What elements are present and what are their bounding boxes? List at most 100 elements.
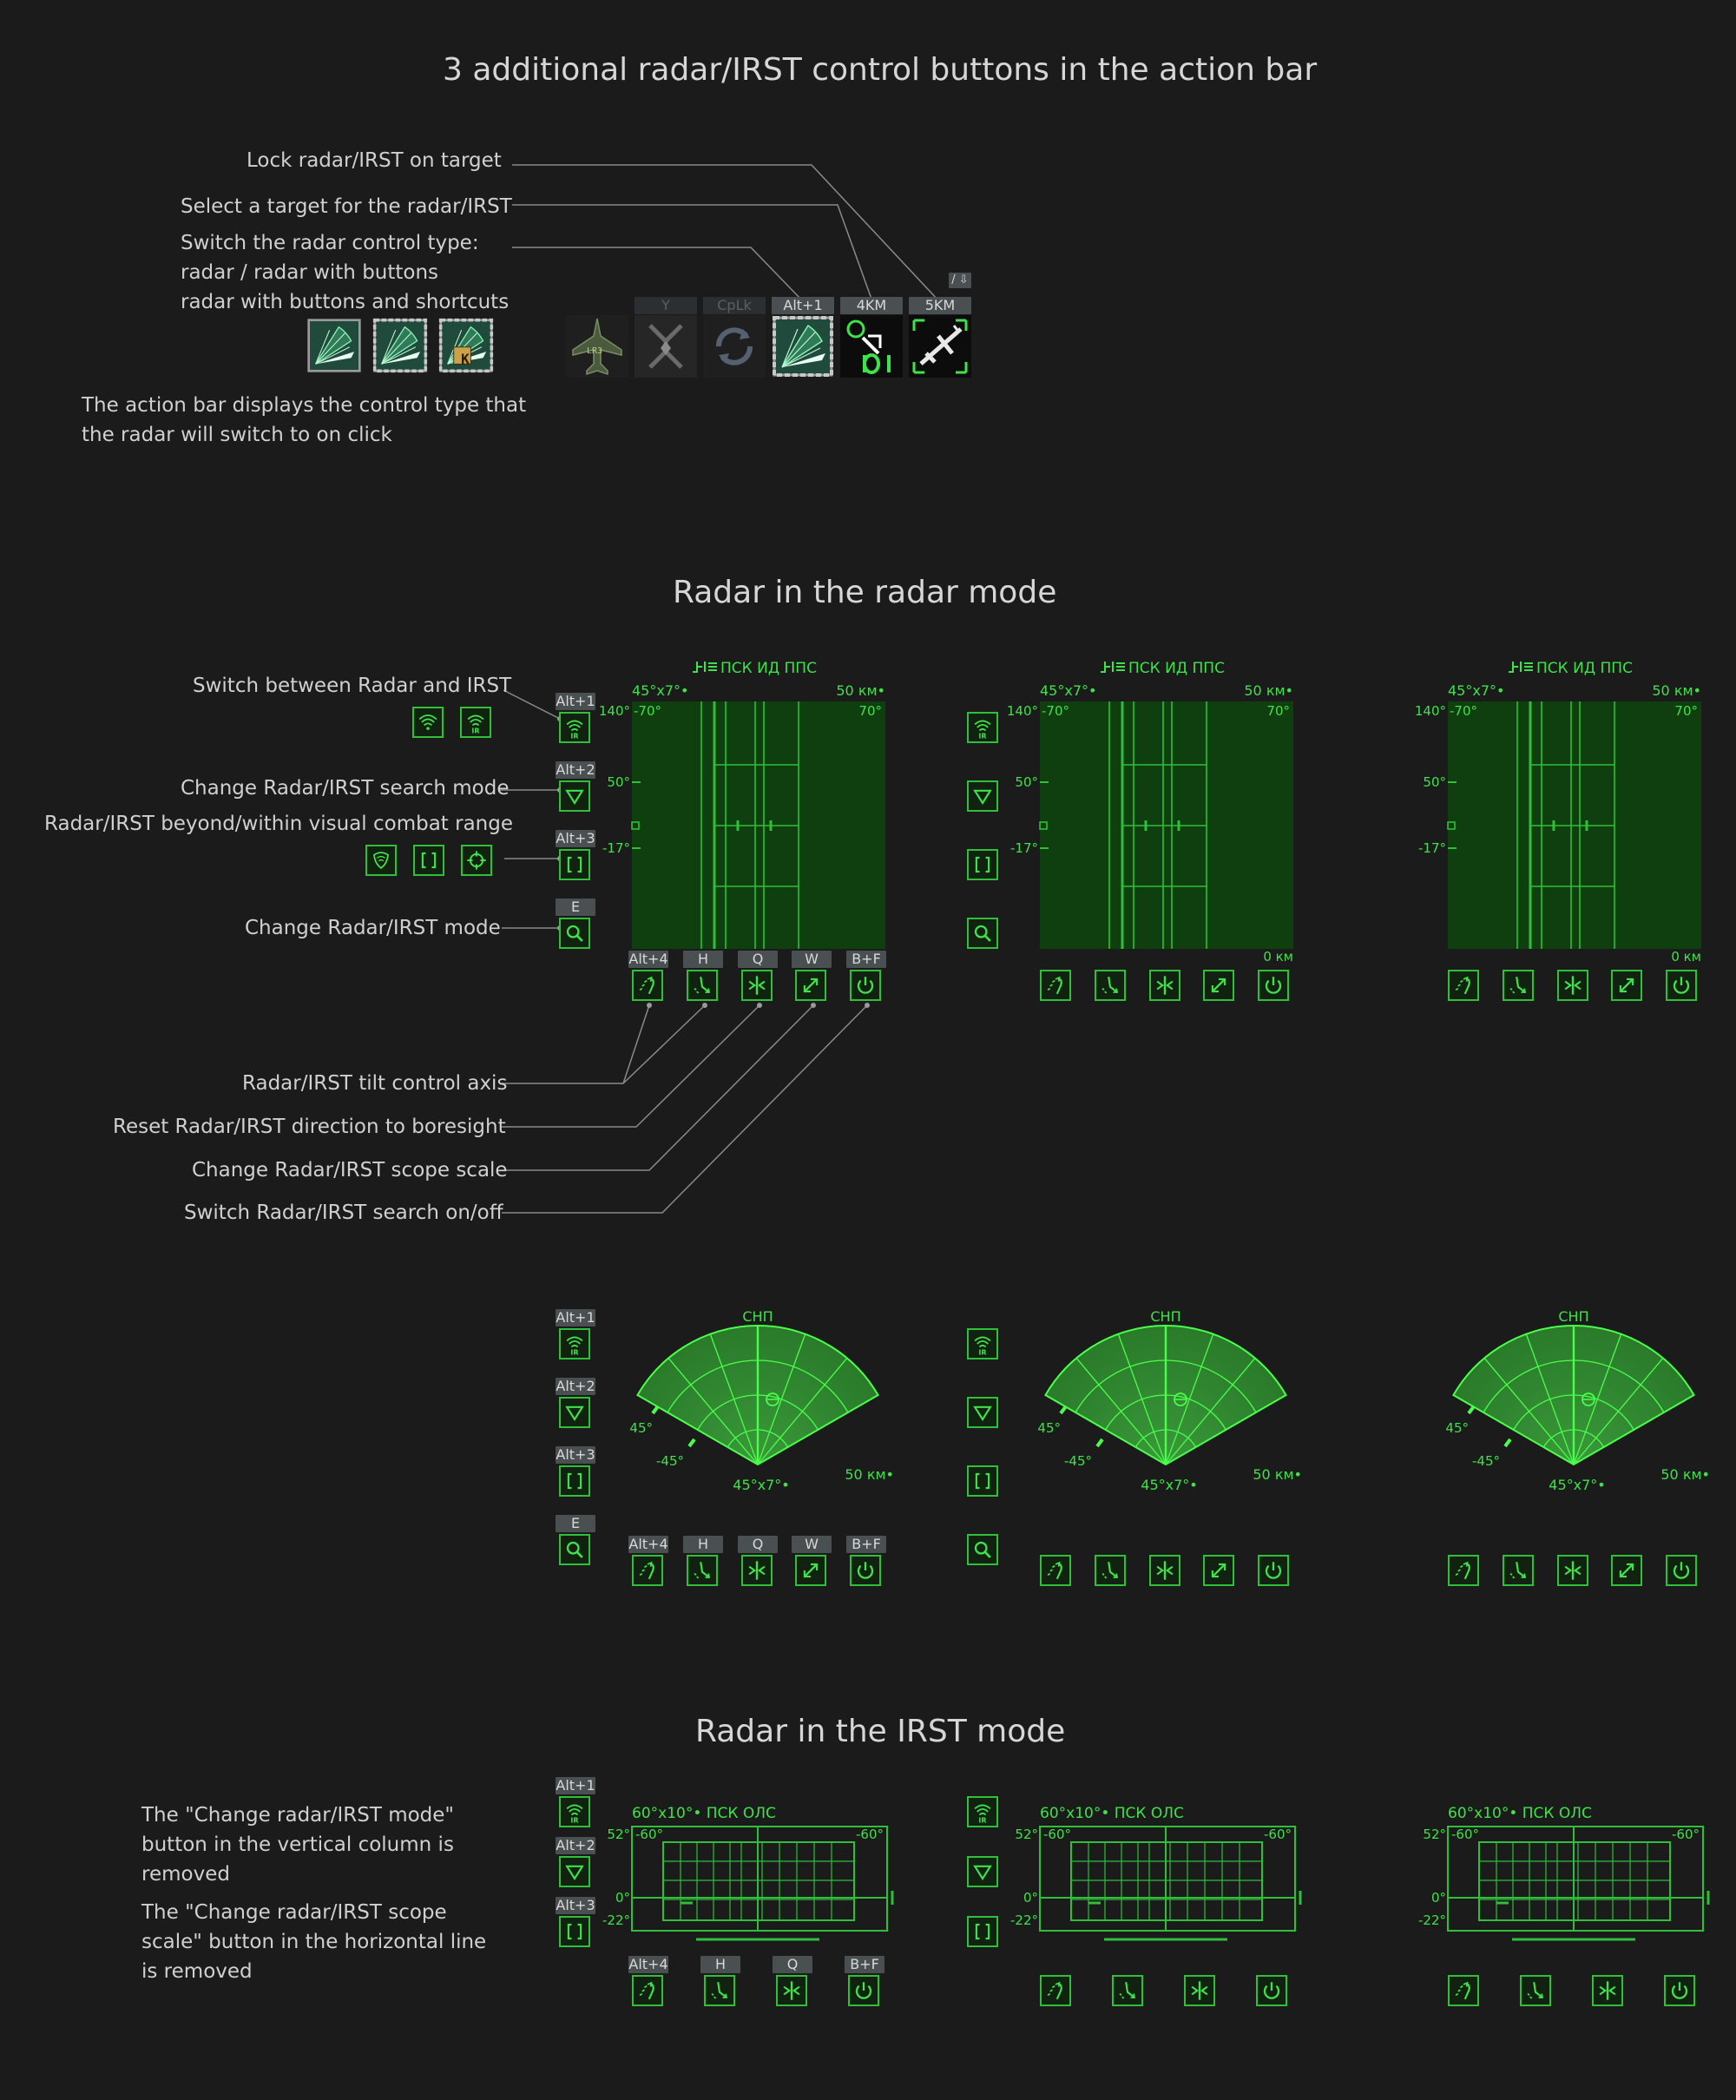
switch-radar-irst-button[interactable] xyxy=(967,712,998,743)
scope-scale-button[interactable] xyxy=(1611,1555,1642,1586)
center-button[interactable] xyxy=(1184,1975,1215,2006)
search-power-button[interactable] xyxy=(1666,1555,1697,1586)
radar-control-type-button[interactable] xyxy=(772,315,834,378)
center-button[interactable] xyxy=(1149,970,1180,1001)
search-mode-button[interactable] xyxy=(559,1397,590,1428)
action-slot-cycle[interactable] xyxy=(703,315,766,378)
b-scope-range: 50 км• xyxy=(1244,682,1293,699)
search-power-button[interactable] xyxy=(1258,1555,1289,1586)
search-mode-button[interactable] xyxy=(559,780,590,812)
shortcut-key: B+F xyxy=(846,951,886,968)
center-button[interactable] xyxy=(1557,1555,1588,1586)
search-power-button[interactable] xyxy=(850,970,881,1001)
tilt-axis-button[interactable] xyxy=(632,1555,663,1586)
reset-boresight-button[interactable] xyxy=(687,1555,718,1586)
scope-scale-button[interactable] xyxy=(1611,970,1642,1001)
shortcut-key: Alt+3 xyxy=(556,1446,595,1464)
change-mode-button[interactable] xyxy=(559,918,590,949)
b-scope-scan-size: 45°x7°• xyxy=(1448,682,1504,699)
irst-mode-example-icon xyxy=(460,707,491,738)
select-target-button[interactable] xyxy=(840,315,903,378)
center-button[interactable] xyxy=(1149,1555,1180,1586)
tilt-axis-button[interactable] xyxy=(1040,970,1071,1001)
scope-scale-button[interactable] xyxy=(1203,970,1234,1001)
combat-range-button[interactable] xyxy=(967,849,998,880)
tilt-axis-button[interactable] xyxy=(632,970,663,1001)
combat-range-button[interactable] xyxy=(559,1465,590,1497)
tilt-axis-button[interactable] xyxy=(1448,1555,1479,1586)
search-mode-button[interactable] xyxy=(967,1856,998,1887)
irst-note-scale-removed-2: scale" button in the horizontal line xyxy=(141,1931,487,1953)
search-power-button[interactable] xyxy=(1258,970,1289,1001)
change-mode-button[interactable] xyxy=(559,1534,590,1565)
b-scope-range: 50 км• xyxy=(1652,682,1701,699)
irst-scope-header: 60°x10°• ПСК ОЛС xyxy=(632,1805,776,1822)
search-power-button[interactable] xyxy=(1256,1975,1287,2006)
search-mode-button[interactable] xyxy=(559,1856,590,1887)
sector-range: 50 км• xyxy=(1253,1466,1302,1483)
callout-lock-target: Lock radar/IRST on target xyxy=(247,149,502,172)
switch-radar-irst-button[interactable] xyxy=(559,1328,590,1359)
center-button[interactable] xyxy=(1592,1975,1623,2006)
sector-scope-label: СНП xyxy=(742,1308,773,1325)
switch-radar-irst-button[interactable] xyxy=(967,1796,998,1827)
irst-scope-header: 60°x10°• ПСК ОЛС xyxy=(1040,1805,1184,1822)
action-slot-key: Alt+1 xyxy=(772,297,834,314)
action-slot-jet[interactable]: LR3 xyxy=(566,315,628,378)
radar-buttons-shortcuts-icon: K xyxy=(438,318,494,373)
tilt-axis-button[interactable] xyxy=(632,1975,663,2006)
tilt-axis-button[interactable] xyxy=(1448,1975,1479,2006)
irst-note-scale-removed-3: is removed xyxy=(141,1960,253,1983)
b-scope-right-angle: 70° xyxy=(1674,703,1698,719)
reset-boresight-button[interactable] xyxy=(1095,1555,1126,1586)
center-button[interactable] xyxy=(776,1975,807,2006)
scope-scale-button[interactable] xyxy=(1203,1555,1234,1586)
sector-tilt-label: 45° xyxy=(629,1420,653,1436)
center-button[interactable] xyxy=(1557,970,1588,1001)
lock-target-button[interactable] xyxy=(909,315,971,378)
search-power-button[interactable] xyxy=(850,1555,881,1586)
search-power-button[interactable] xyxy=(1666,970,1697,1001)
center-button[interactable] xyxy=(741,970,773,1001)
reset-boresight-button[interactable] xyxy=(704,1975,735,2006)
combat-range-button[interactable] xyxy=(559,1916,590,1947)
switch-radar-irst-button[interactable] xyxy=(559,712,590,743)
switch-radar-irst-button[interactable] xyxy=(559,1796,590,1827)
scope-scale-button[interactable] xyxy=(795,970,826,1001)
reset-boresight-button[interactable] xyxy=(1095,970,1126,1001)
reset-boresight-button[interactable] xyxy=(1112,1975,1143,2006)
shortcut-key: E xyxy=(556,899,595,916)
tilt-axis-button[interactable] xyxy=(1040,1975,1071,2006)
search-power-button[interactable] xyxy=(848,1975,879,2006)
change-mode-button[interactable] xyxy=(967,918,998,949)
search-power-button[interactable] xyxy=(1664,1975,1695,2006)
irst-elevation-mid: 0° xyxy=(1431,1890,1446,1906)
tilt-axis-button[interactable] xyxy=(1040,1555,1071,1586)
irst-note-scale-removed: The "Change radar/IRST scope xyxy=(141,1901,447,1924)
b-scope-header: ПСК ИД ППС xyxy=(1536,660,1633,677)
shortcut-key: Q xyxy=(773,1956,812,1973)
b-scope-right-angle: 70° xyxy=(858,703,882,719)
combat-range-button[interactable] xyxy=(967,1916,998,1947)
combat-range-button[interactable] xyxy=(559,849,590,880)
reset-boresight-button[interactable] xyxy=(1503,970,1534,1001)
reset-boresight-button[interactable] xyxy=(1503,1555,1534,1586)
action-slot-parachute[interactable] xyxy=(635,315,697,378)
tilt-axis-button[interactable] xyxy=(1448,970,1479,1001)
scope-scale-button[interactable] xyxy=(795,1555,826,1586)
bracket-icon xyxy=(413,845,444,876)
reset-boresight-button[interactable] xyxy=(1520,1975,1551,2006)
search-mode-button[interactable] xyxy=(967,780,998,812)
irst-left-angle: -60° xyxy=(1451,1827,1479,1842)
reset-boresight-button[interactable] xyxy=(687,970,718,1001)
search-mode-button[interactable] xyxy=(967,1397,998,1428)
combat-range-button[interactable] xyxy=(967,1465,998,1497)
center-button[interactable] xyxy=(741,1555,773,1586)
switch-radar-irst-button[interactable] xyxy=(967,1328,998,1359)
callout-search-mode: Change Radar/IRST search mode xyxy=(181,777,510,800)
change-mode-button[interactable] xyxy=(967,1534,998,1565)
